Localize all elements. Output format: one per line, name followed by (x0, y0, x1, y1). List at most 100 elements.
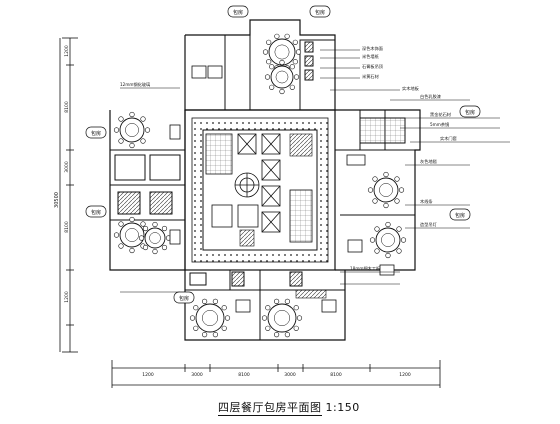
room-tag: 包房 (173, 291, 195, 304)
chair (221, 305, 227, 311)
chair (374, 226, 380, 232)
room-tag-label: 包房 (91, 130, 101, 137)
callout-label: 黑金花石材 (430, 111, 451, 118)
round-table (113, 111, 151, 149)
round-table (264, 59, 300, 95)
callout-label: 5mm茶镜 (430, 121, 450, 128)
chair (161, 225, 168, 232)
callout-label: 造型吊灯 (420, 221, 438, 228)
chair (383, 171, 389, 178)
chair (152, 248, 158, 255)
callout-label: 实木门套 (440, 135, 458, 142)
chair (152, 221, 158, 228)
bottom-dimension-segment-label: 8100 (238, 372, 250, 378)
chair (372, 198, 378, 204)
chair (289, 84, 295, 90)
chair (396, 226, 402, 232)
chair (140, 138, 146, 144)
core-rotunda (234, 172, 260, 198)
chair (383, 202, 389, 209)
chair (113, 127, 120, 133)
left-dimension-segment-label: 3000 (64, 161, 70, 173)
chair (140, 116, 146, 122)
chair (118, 138, 124, 144)
room-tag: 包房 (227, 5, 249, 18)
elevator-shafts (211, 133, 281, 233)
chair (202, 298, 208, 305)
room-tag-label: 包房 (315, 9, 325, 16)
left-wing-walls (110, 149, 185, 221)
chair (295, 49, 302, 55)
chair (284, 33, 290, 39)
room-tag: 包房 (459, 105, 481, 118)
round-table (138, 221, 172, 255)
callout-label: 18mm细木工板 (350, 265, 381, 272)
chair (202, 332, 208, 338)
chair (293, 305, 299, 311)
callout-label: 米黄石材 (362, 73, 379, 80)
chair (394, 176, 400, 182)
chair (118, 243, 124, 249)
chair (385, 252, 391, 259)
round-table (189, 298, 231, 338)
chair (129, 216, 135, 223)
stair-left (205, 133, 233, 175)
callout-leaders (120, 49, 510, 293)
room-tag: 包房 (449, 208, 471, 221)
room-tag: 包房 (85, 205, 107, 218)
room-tag-label: 包房 (233, 9, 243, 16)
chair (394, 198, 400, 204)
chair (129, 111, 135, 118)
chair (293, 74, 300, 80)
left-dimension-segment-label: 1200 (64, 291, 70, 303)
chair (142, 225, 149, 232)
room-tag-label: 包房 (179, 295, 189, 302)
lounge-furniture (169, 65, 395, 313)
chair (129, 247, 135, 254)
bottom-wing-walls (185, 270, 345, 340)
chair (289, 64, 295, 70)
dining-tables (113, 33, 407, 338)
chair (396, 248, 402, 254)
callout-label: 木线条 (420, 198, 433, 205)
callout-label: 米色墙纸 (362, 53, 380, 60)
chair (161, 244, 168, 251)
stair-right (289, 189, 313, 243)
chair (221, 325, 227, 331)
round-table (113, 216, 151, 254)
room-tag-label: 包房 (91, 209, 101, 216)
room-tag-label: 包房 (455, 212, 465, 219)
room-tag: 包房 (85, 126, 107, 139)
drawing-title-text: 四层餐厅包房平面图 (218, 401, 322, 416)
chair (118, 221, 124, 227)
chair (385, 221, 391, 228)
room-tags: 包房包房包房包房包房包房包房 (85, 5, 481, 304)
chair (266, 39, 272, 45)
chair (266, 59, 272, 65)
bottom-dimension (111, 360, 441, 388)
chair (142, 244, 149, 251)
right-wing-walls (335, 110, 415, 216)
callout-texts: 12mm钢化玻璃深色木饰面米色墙纸石膏板吊顶米黄石材实木地板白色乳胶漆黑金花石材… (120, 45, 458, 272)
drawing-title: 四层餐厅包房平面图 1:150 (218, 399, 360, 416)
bottom-dimension-segment-label: 3000 (284, 372, 296, 378)
round-table (261, 298, 303, 338)
chair (274, 298, 280, 305)
chair (296, 315, 303, 321)
chair (274, 33, 280, 39)
chair (113, 232, 120, 238)
chair (193, 325, 199, 331)
bottom-dimension-segment-label: 8100 (330, 372, 342, 378)
callout-label: 实木地板 (402, 85, 420, 92)
chair (293, 325, 299, 331)
chair (265, 305, 271, 311)
chair (292, 39, 298, 45)
bottom-dimension-segment-label: 1200 (399, 372, 411, 378)
callout-label: 石膏板吊顶 (362, 63, 384, 70)
chair (193, 305, 199, 311)
chair (400, 237, 407, 243)
chair (118, 116, 124, 122)
chair (144, 127, 151, 133)
